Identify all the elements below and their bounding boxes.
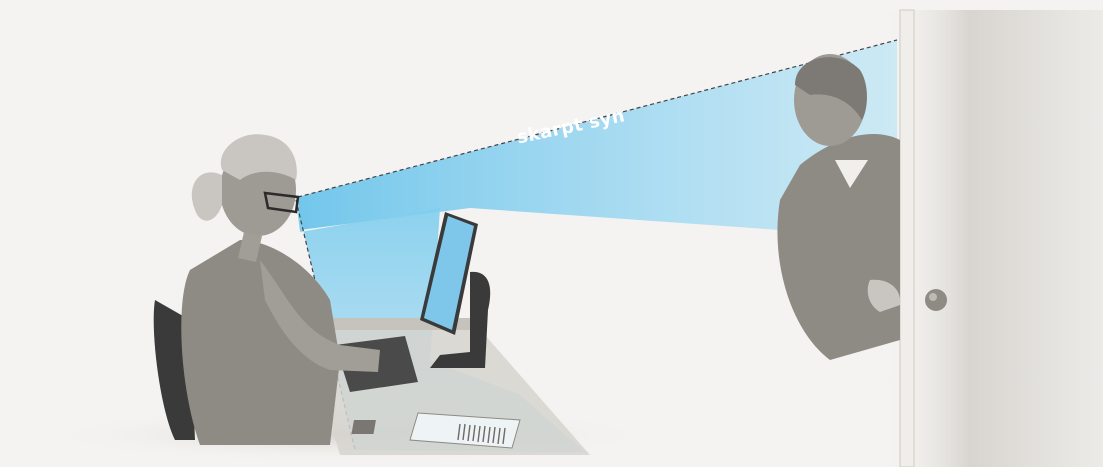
door-knob bbox=[925, 289, 947, 311]
door-knob-highlight bbox=[929, 293, 937, 301]
door-frame bbox=[900, 10, 914, 467]
paper-image bbox=[351, 420, 375, 434]
